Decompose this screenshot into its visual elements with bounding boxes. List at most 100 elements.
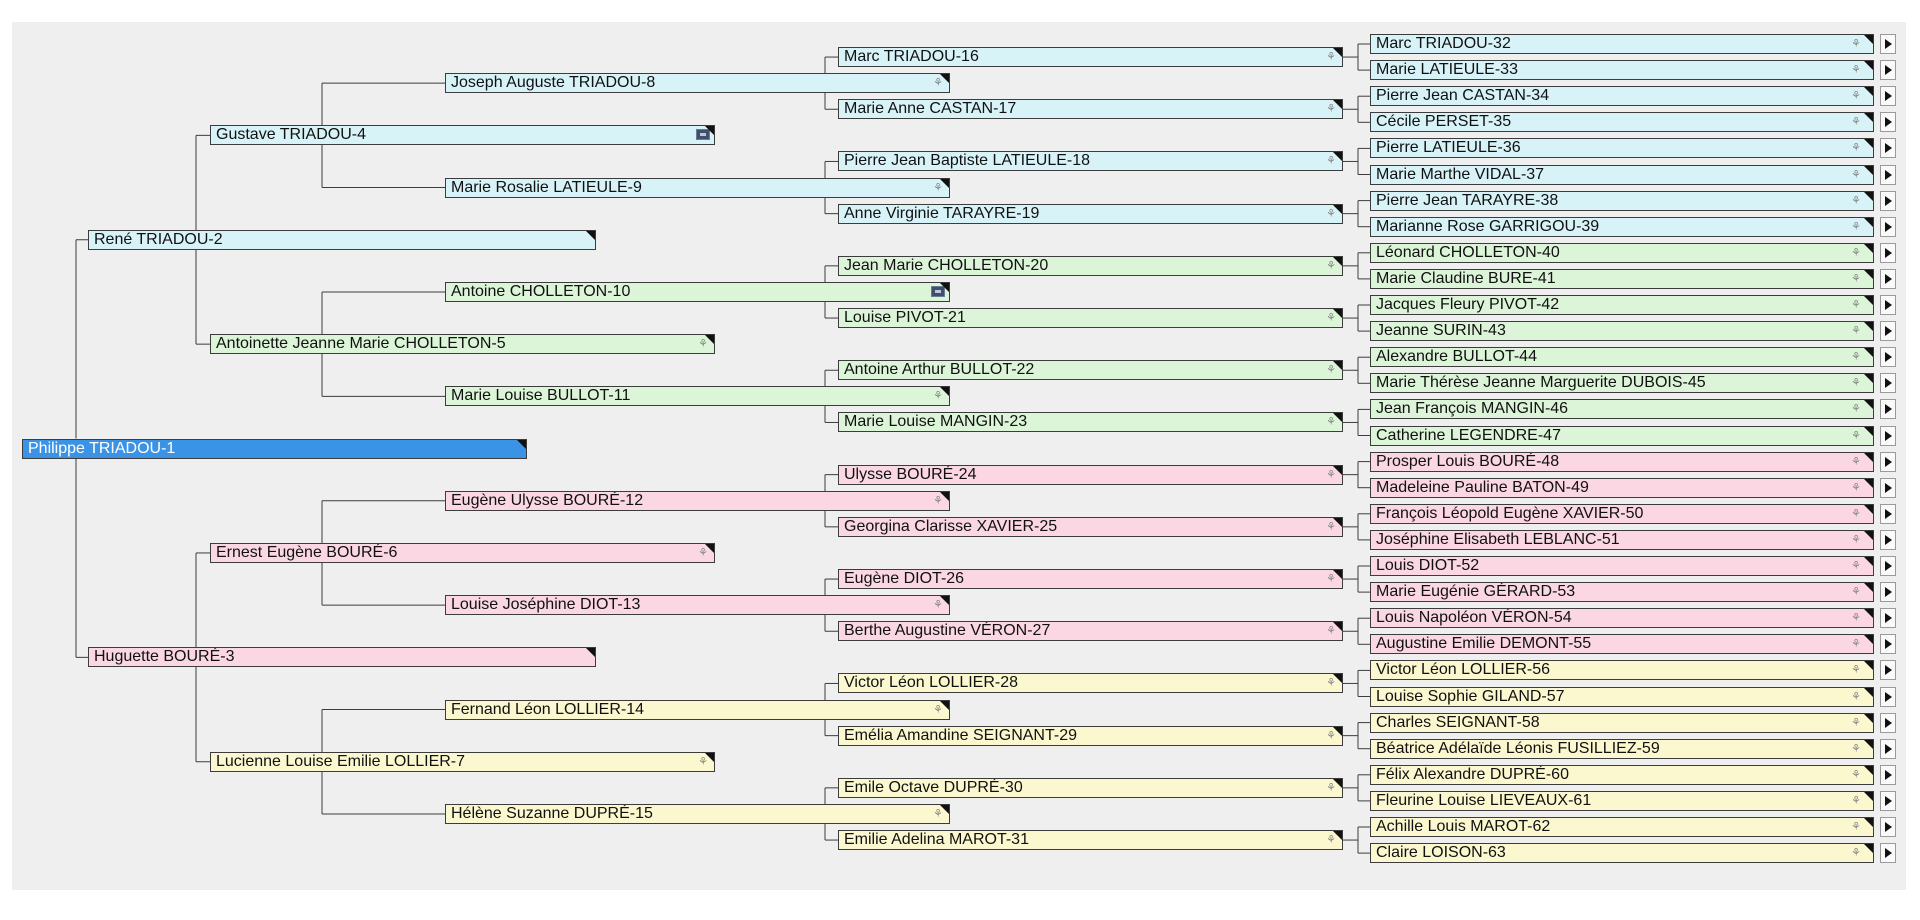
person-box-21[interactable]: Louise PIVOT-21⚘ xyxy=(838,308,1343,329)
person-box-31[interactable]: Emilie Adelina MAROT-31⚘ xyxy=(838,830,1343,851)
tree-icon[interactable]: ⚘ xyxy=(1851,742,1861,755)
expand-ancestors-arrow-icon[interactable] xyxy=(1880,425,1896,446)
person-box-47[interactable]: Catherine LEGENDRE-47⚘ xyxy=(1370,425,1874,446)
tree-icon[interactable]: ⚘ xyxy=(1326,103,1336,116)
person-box-36[interactable]: Pierre LATIEULE-36⚘ xyxy=(1370,138,1874,159)
tree-icon[interactable]: ⚘ xyxy=(1851,38,1861,50)
person-box-16[interactable]: Marc TRIADOU-16⚘ xyxy=(838,47,1343,68)
expand-ancestors-arrow-icon[interactable] xyxy=(1880,164,1896,185)
expand-ancestors-arrow-icon[interactable] xyxy=(1880,112,1896,133)
person-box-11[interactable]: Marie Louise BULLOT-11⚘ xyxy=(445,386,950,407)
expand-ancestors-arrow-icon[interactable] xyxy=(1880,242,1896,263)
tree-icon[interactable]: ⚘ xyxy=(1851,325,1861,338)
person-box-38[interactable]: Pierre Jean TARAYRE-38⚘ xyxy=(1370,190,1874,211)
tree-icon[interactable]: ⚘ xyxy=(1326,312,1336,325)
person-box-50[interactable]: François Léopold Eugène XAVIER-50⚘ xyxy=(1370,503,1874,524)
tree-icon[interactable]: ⚘ xyxy=(933,703,943,716)
person-box-2[interactable]: René TRIADOU-2 xyxy=(88,229,596,250)
expand-ancestors-arrow-icon[interactable] xyxy=(1880,660,1896,681)
tree-icon[interactable]: ⚘ xyxy=(1851,821,1861,833)
expand-ancestors-arrow-icon[interactable] xyxy=(1880,138,1896,159)
tree-icon[interactable]: ⚘ xyxy=(1851,246,1861,259)
person-box-13[interactable]: Louise Joséphine DIOT-13⚘ xyxy=(445,595,950,616)
person-box-24[interactable]: Ulysse BOURÉ-24⚘ xyxy=(838,464,1343,485)
tree-icon[interactable]: ⚘ xyxy=(1851,586,1861,599)
tree-icon[interactable]: ⚘ xyxy=(1851,90,1861,103)
person-box-57[interactable]: Louise Sophie GILAND-57⚘ xyxy=(1370,686,1874,707)
person-box-60[interactable]: Félix Alexandre DUPRÉ-60⚘ xyxy=(1370,764,1874,785)
tree-icon[interactable]: ⚘ xyxy=(1851,116,1861,129)
expand-ancestors-arrow-icon[interactable] xyxy=(1880,817,1896,837)
expand-ancestors-arrow-icon[interactable] xyxy=(1880,451,1896,472)
person-box-35[interactable]: Cécile PERSET-35⚘ xyxy=(1370,112,1874,133)
expand-ancestors-arrow-icon[interactable] xyxy=(1880,373,1896,394)
tree-icon[interactable]: ⚘ xyxy=(698,755,708,768)
tree-icon[interactable]: ⚘ xyxy=(1851,168,1861,181)
person-box-46[interactable]: Jean François MANGIN-46⚘ xyxy=(1370,399,1874,420)
expand-ancestors-arrow-icon[interactable] xyxy=(1880,843,1896,864)
person-box-53[interactable]: Marie Eugénie GÉRARD-53⚘ xyxy=(1370,582,1874,603)
tree-icon[interactable]: ⚘ xyxy=(1326,259,1336,272)
person-box-62[interactable]: Achille Louis MAROT-62⚘ xyxy=(1370,817,1874,837)
tree-icon[interactable]: ⚘ xyxy=(1851,64,1861,77)
person-box-40[interactable]: Léonard CHOLLETON-40⚘ xyxy=(1370,242,1874,263)
tree-icon[interactable]: ⚘ xyxy=(1851,664,1861,677)
person-box-3[interactable]: Huguette BOURÉ-3 xyxy=(88,647,596,668)
tree-icon[interactable]: ⚘ xyxy=(1851,560,1861,572)
expand-ancestors-arrow-icon[interactable] xyxy=(1880,295,1896,315)
tree-icon[interactable]: ⚘ xyxy=(1326,781,1336,794)
tree-icon[interactable]: ⚘ xyxy=(1326,207,1336,220)
person-box-8[interactable]: Joseph Auguste TRIADOU-8⚘ xyxy=(445,73,950,94)
tree-icon[interactable]: ⚘ xyxy=(1851,429,1861,442)
expand-ancestors-arrow-icon[interactable] xyxy=(1880,634,1896,655)
tree-icon[interactable]: ⚘ xyxy=(698,338,708,351)
person-box-45[interactable]: Marie Thérèse Jeanne Marguerite DUBOIS-4… xyxy=(1370,373,1874,394)
person-box-22[interactable]: Antoine Arthur BULLOT-22⚘ xyxy=(838,360,1343,381)
person-box-42[interactable]: Jacques Fleury PIVOT-42⚘ xyxy=(1370,295,1874,315)
person-box-58[interactable]: Charles SEIGNANT-58⚘ xyxy=(1370,712,1874,733)
person-box-29[interactable]: Emélia Amandine SEIGNANT-29⚘ xyxy=(838,725,1343,746)
expand-ancestors-arrow-icon[interactable] xyxy=(1880,790,1896,811)
person-box-56[interactable]: Victor Léon LOLLIER-56⚘ xyxy=(1370,660,1874,681)
person-box-7[interactable]: Lucienne Louise Emilie LOLLIER-7⚘ xyxy=(210,751,715,772)
tree-icon[interactable]: ⚘ xyxy=(1326,729,1336,742)
tree-icon[interactable]: ⚘ xyxy=(1326,51,1336,64)
tree-icon[interactable]: ⚘ xyxy=(933,77,943,90)
person-box-54[interactable]: Louis Napoléon VÉRON-54⚘ xyxy=(1370,608,1874,629)
person-box-5[interactable]: Antoinette Jeanne Marie CHOLLETON-5⚘ xyxy=(210,334,715,355)
person-box-34[interactable]: Pierre Jean CASTAN-34⚘ xyxy=(1370,86,1874,107)
person-box-10[interactable]: Antoine CHOLLETON-10 xyxy=(445,281,950,302)
person-box-26[interactable]: Eugène DIOT-26⚘ xyxy=(838,569,1343,590)
expand-ancestors-arrow-icon[interactable] xyxy=(1880,582,1896,603)
expand-ancestors-arrow-icon[interactable] xyxy=(1880,60,1896,81)
person-box-44[interactable]: Alexandre BULLOT-44⚘ xyxy=(1370,347,1874,368)
tree-icon[interactable]: ⚘ xyxy=(1326,573,1336,586)
expand-ancestors-arrow-icon[interactable] xyxy=(1880,321,1896,342)
person-box-51[interactable]: Joséphine Elisabeth LEBLANC-51⚘ xyxy=(1370,529,1874,550)
tree-icon[interactable]: ⚘ xyxy=(1851,533,1861,546)
person-box-33[interactable]: Marie LATIEULE-33⚘ xyxy=(1370,60,1874,81)
person-box-52[interactable]: Louis DIOT-52⚘ xyxy=(1370,556,1874,576)
tree-icon[interactable]: ⚘ xyxy=(933,390,943,403)
person-box-23[interactable]: Marie Louise MANGIN-23⚘ xyxy=(838,412,1343,433)
expand-ancestors-arrow-icon[interactable] xyxy=(1880,399,1896,420)
tree-icon[interactable]: ⚘ xyxy=(1851,377,1861,390)
person-box-27[interactable]: Berthe Augustine VÉRON-27⚘ xyxy=(838,621,1343,642)
tree-icon[interactable]: ⚘ xyxy=(1851,638,1861,651)
tree-icon[interactable]: ⚘ xyxy=(1851,847,1861,860)
person-box-14[interactable]: Fernand Léon LOLLIER-14⚘ xyxy=(445,699,950,720)
tree-icon[interactable]: ⚘ xyxy=(1851,299,1861,311)
person-box-61[interactable]: Fleurine Louise LIEVEAUX-61⚘ xyxy=(1370,790,1874,811)
tree-icon[interactable]: ⚘ xyxy=(1851,481,1861,494)
tree-icon[interactable]: ⚘ xyxy=(1851,690,1861,703)
tree-icon[interactable]: ⚘ xyxy=(933,181,943,194)
tree-icon[interactable]: ⚘ xyxy=(1851,716,1861,729)
tree-icon[interactable]: ⚘ xyxy=(1851,794,1861,807)
expand-ancestors-arrow-icon[interactable] xyxy=(1880,712,1896,733)
tree-icon[interactable]: ⚘ xyxy=(1851,768,1861,781)
person-box-4[interactable]: Gustave TRIADOU-4 xyxy=(210,125,715,146)
person-box-63[interactable]: Claire LOISON-63⚘ xyxy=(1370,843,1874,864)
person-box-18[interactable]: Pierre Jean Baptiste LATIEULE-18⚘ xyxy=(838,151,1343,172)
expand-ancestors-arrow-icon[interactable] xyxy=(1880,347,1896,368)
expand-ancestors-arrow-icon[interactable] xyxy=(1880,529,1896,550)
